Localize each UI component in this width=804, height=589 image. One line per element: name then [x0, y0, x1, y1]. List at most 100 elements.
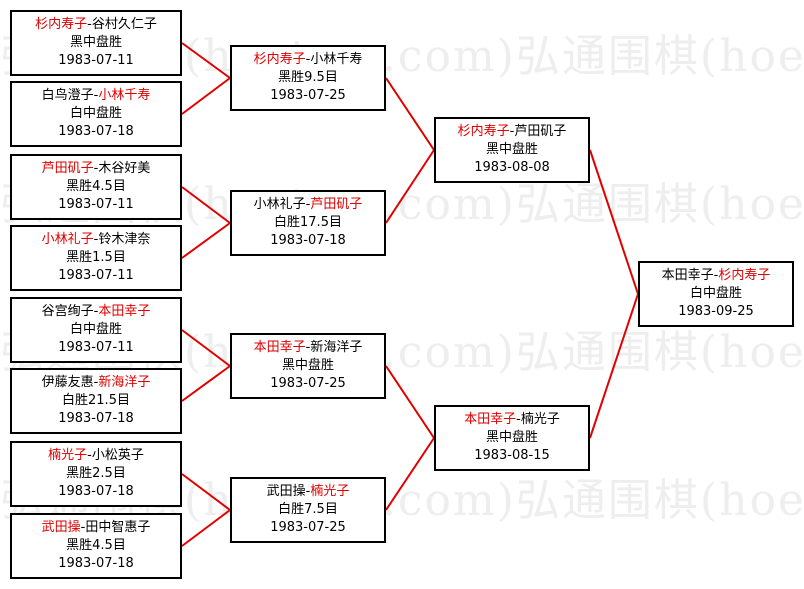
player-name: 谷宫绚子 — [41, 304, 94, 319]
versus-dash: - — [713, 268, 719, 283]
match-result: 黑中盘胜 — [281, 358, 334, 373]
match-box-round-2-3: 本田幸子-新海洋子黑中盘胜 1983-07-25 — [230, 333, 386, 399]
match-players: 杉内寿子-小林千寿 — [254, 51, 363, 69]
connector-line — [181, 77, 231, 115]
match-box-round-1-6: 伊藤友惠-新海洋子白胜21.5目 1983-07-18 — [10, 368, 182, 434]
player-name: 伊藤友惠 — [41, 375, 94, 390]
match-players: 小林礼子-芦田矶子 — [254, 196, 363, 214]
match-players: 楠光子-小松英子 — [48, 447, 144, 465]
match-date: 1983-07-11 — [58, 197, 134, 212]
player-name: 楠光子 — [520, 412, 560, 427]
player-name: 谷村久仁子 — [91, 17, 157, 32]
connector-line — [181, 186, 231, 224]
match-date: 1983-07-11 — [58, 53, 134, 68]
player-name: 武田操 — [41, 520, 81, 535]
connector-line — [385, 77, 435, 151]
connector-line — [385, 437, 435, 511]
match-date: 1983-07-25 — [270, 376, 346, 391]
player-name: 小林千寿 — [310, 52, 363, 67]
match-players: 白鸟澄子-小林千寿 — [42, 87, 151, 105]
match-result: 白中盘胜 — [69, 322, 122, 337]
match-players: 小林礼子-铃木津奈 — [42, 231, 151, 249]
match-date: 1983-08-15 — [474, 448, 550, 463]
versus-dash: - — [93, 232, 99, 247]
match-box-round-1-7: 楠光子-小松英子黑胜2.5目 1983-07-18 — [10, 441, 182, 507]
player-name: 小林千寿 — [98, 88, 151, 103]
player-name: 芦田矶子 — [514, 124, 567, 139]
match-players: 杉内寿子-芦田矶子 — [458, 123, 567, 141]
match-date: 1983-07-25 — [270, 520, 346, 535]
connector-line — [181, 509, 231, 547]
player-name: 芦田矶子 — [310, 197, 363, 212]
match-date: 1983-08-08 — [474, 160, 550, 175]
player-name: 田中智惠子 — [85, 520, 151, 535]
player-name: 武田操 — [266, 484, 306, 499]
match-result: 黑中盘胜 — [485, 430, 538, 445]
player-name: 木谷好美 — [98, 161, 151, 176]
player-name: 小林礼子 — [253, 197, 306, 212]
versus-dash: - — [305, 52, 311, 67]
versus-dash: - — [509, 124, 515, 139]
match-date: 1983-07-18 — [58, 484, 134, 499]
match-result: 黑胜1.5目 — [66, 250, 126, 265]
match-date: 1983-07-18 — [58, 411, 134, 426]
connector-line — [181, 329, 231, 367]
connector-line — [385, 149, 435, 224]
player-name: 新海洋子 — [98, 375, 151, 390]
match-players: 武田操-田中智惠子 — [42, 519, 151, 537]
match-date: 1983-07-25 — [270, 88, 346, 103]
match-result: 白胜17.5目 — [274, 215, 342, 230]
match-players: 本田幸子-楠光子 — [464, 411, 560, 429]
match-result: 黑胜2.5目 — [66, 466, 126, 481]
versus-dash: - — [93, 304, 99, 319]
match-result: 白中盘胜 — [69, 106, 122, 121]
match-date: 1983-07-18 — [58, 556, 134, 571]
versus-dash: - — [305, 197, 311, 212]
match-date: 1983-07-11 — [58, 340, 134, 355]
versus-dash: - — [93, 161, 99, 176]
match-players: 伊藤友惠-新海洋子 — [42, 374, 151, 392]
connector-line — [181, 365, 231, 402]
match-result: 黑胜4.5目 — [66, 179, 126, 194]
versus-dash: - — [87, 448, 92, 463]
versus-dash: - — [80, 520, 86, 535]
connector-line — [181, 222, 231, 259]
connector-line — [589, 293, 639, 439]
match-result: 黑胜4.5目 — [66, 538, 126, 553]
connector-line — [181, 473, 231, 511]
match-date: 1983-07-18 — [270, 233, 346, 248]
match-players: 本田幸子-杉内寿子 — [662, 267, 771, 285]
match-result: 黑中盘胜 — [485, 142, 538, 157]
player-name: 杉内寿子 — [457, 124, 510, 139]
match-result: 黑中盘胜 — [69, 35, 122, 50]
player-name: 楠光子 — [310, 484, 350, 499]
match-result: 白中盘胜 — [689, 286, 742, 301]
connector-line — [181, 42, 231, 79]
match-box-round-3-2: 本田幸子-楠光子黑中盘胜 1983-08-15 — [434, 405, 590, 471]
player-name: 本田幸子 — [464, 412, 517, 427]
match-players: 谷宫绚子-本田幸子 — [42, 303, 151, 321]
match-result: 白胜21.5目 — [62, 393, 130, 408]
versus-dash: - — [305, 340, 311, 355]
versus-dash: - — [93, 88, 99, 103]
match-players: 本田幸子-新海洋子 — [254, 339, 363, 357]
player-name: 小林礼子 — [41, 232, 94, 247]
connector-line — [385, 365, 435, 439]
player-name: 本田幸子 — [661, 268, 714, 283]
match-box-round-1-5: 谷宫绚子-本田幸子白中盘胜 1983-07-11 — [10, 297, 182, 363]
match-date: 1983-09-25 — [678, 304, 754, 319]
player-name: 小松英子 — [91, 448, 144, 463]
match-box-final-1: 本田幸子-杉内寿子白中盘胜 1983-09-25 — [638, 261, 794, 327]
match-players: 武田操-楠光子 — [267, 483, 350, 501]
